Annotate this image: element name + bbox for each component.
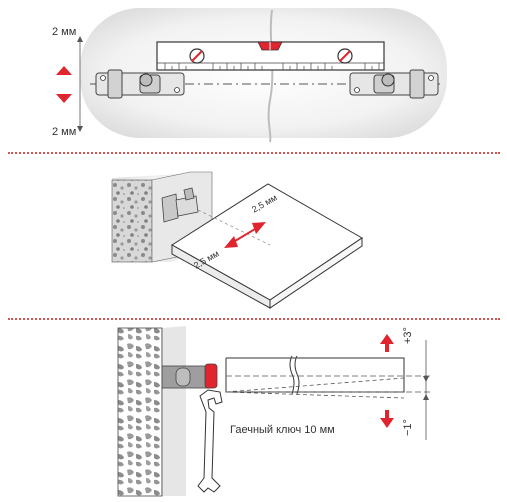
arrow-up-icon xyxy=(56,66,72,75)
wrench-icon xyxy=(197,389,223,493)
leveling-panel xyxy=(80,8,447,143)
wrench-label: Гаечный ключ 10 мм xyxy=(230,424,335,436)
bracket-left-icon xyxy=(95,69,185,99)
gap-arrow-icon xyxy=(224,222,266,248)
angle-up-label: +3° xyxy=(402,327,414,344)
section-divider xyxy=(8,318,500,320)
angle-down-label: −1° xyxy=(402,419,414,436)
spirit-level-icon xyxy=(156,41,385,71)
bracket-small-icon xyxy=(161,187,199,223)
adjust-nut-icon xyxy=(204,363,218,389)
section-divider xyxy=(8,152,500,154)
offset-bottom-label: 2 мм xyxy=(52,126,77,138)
tilt-up-arrow-icon xyxy=(380,334,394,344)
offset-top-label: 2 мм xyxy=(52,26,77,38)
arrow-down-icon xyxy=(56,94,72,103)
angle-panel xyxy=(117,326,432,497)
offset-dimension xyxy=(56,36,83,132)
tilt-down-arrow-icon xyxy=(380,418,394,428)
wall-seam xyxy=(267,9,274,143)
gap-panel xyxy=(111,171,363,309)
bracket-right-icon xyxy=(349,69,439,99)
